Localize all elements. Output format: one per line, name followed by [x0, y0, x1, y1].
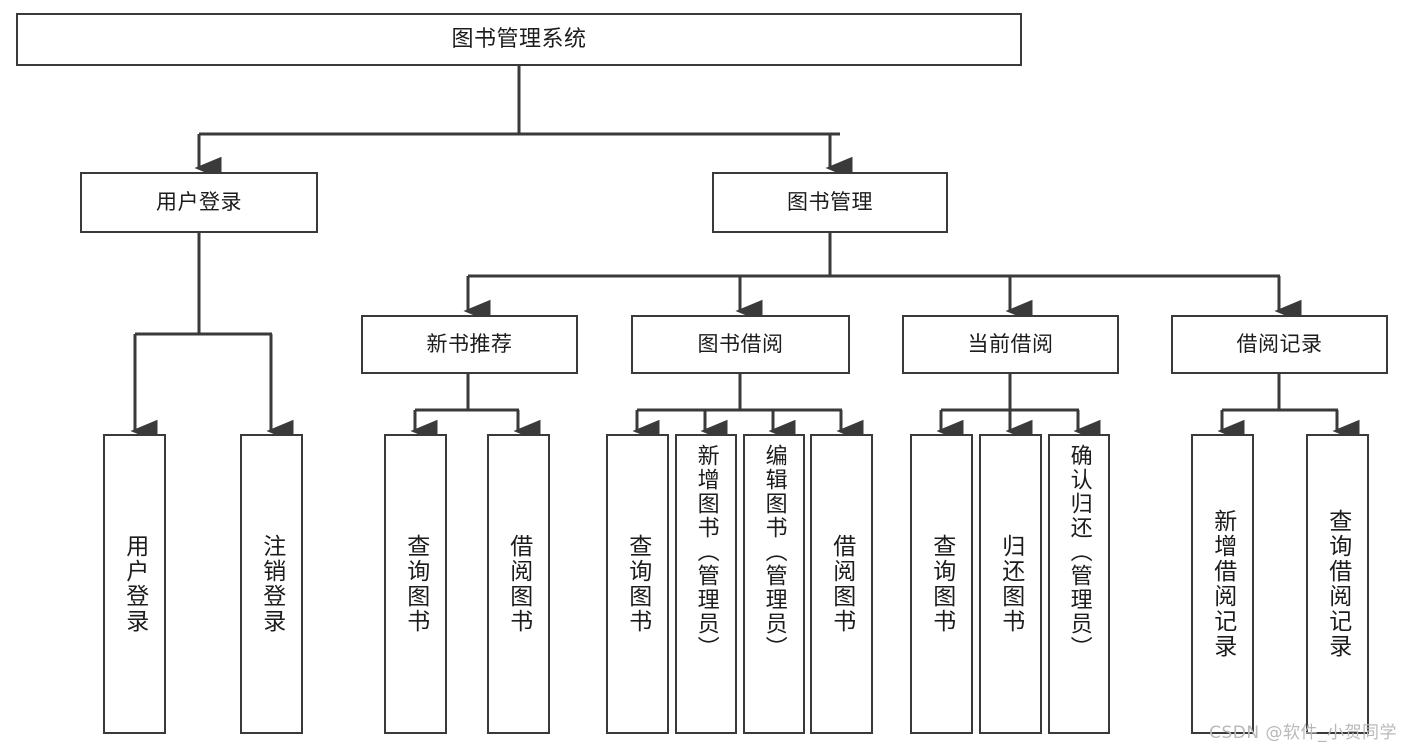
node-label: 查询图书 [624, 534, 651, 634]
node-book-borrow[interactable]: 图书借阅 [631, 315, 850, 374]
node-label: 借阅图书 [828, 534, 855, 634]
csdn-watermark: CSDN @软件_小贺同学 [1209, 723, 1397, 743]
leaf-return-book[interactable]: 归还图书 [979, 434, 1042, 734]
node-label: 图书借阅 [697, 332, 784, 357]
node-label: 借阅图书 [505, 534, 532, 634]
node-label: 新书推荐 [426, 332, 513, 357]
node-root-system[interactable]: 图书管理系统 [16, 13, 1022, 66]
node-label: 查询图书 [928, 534, 955, 634]
node-label: 借阅记录 [1236, 332, 1323, 357]
node-label: 查询图书 [402, 534, 429, 634]
node-label: 当前借阅 [967, 332, 1054, 357]
node-label: 确认归还（管理员） [1066, 444, 1092, 660]
node-label: 查询借阅记录 [1324, 509, 1351, 659]
node-current-borrow[interactable]: 当前借阅 [902, 315, 1119, 374]
leaf-borrow-book-1[interactable]: 借阅图书 [487, 434, 550, 734]
node-book-manage[interactable]: 图书管理 [712, 172, 948, 233]
node-label: 用户登录 [121, 534, 148, 634]
leaf-logout[interactable]: 注销登录 [240, 434, 303, 734]
leaf-query-book-3[interactable]: 查询图书 [910, 434, 973, 734]
node-label: 用户登录 [156, 190, 242, 215]
node-label: 图书管理系统 [451, 26, 587, 52]
node-label: 图书管理 [787, 190, 873, 215]
node-label: 注销登录 [258, 534, 285, 634]
node-label: 编辑图书（管理员） [761, 444, 787, 660]
leaf-query-book-1[interactable]: 查询图书 [384, 434, 447, 734]
leaf-add-book[interactable]: 新增图书（管理员） [675, 434, 737, 734]
node-new-book-recommend[interactable]: 新书推荐 [361, 315, 578, 374]
node-label: 归还图书 [997, 534, 1024, 634]
leaf-query-book-2[interactable]: 查询图书 [606, 434, 669, 734]
leaf-query-record[interactable]: 查询借阅记录 [1306, 434, 1369, 734]
node-label: 新增借阅记录 [1209, 509, 1236, 659]
leaf-add-record[interactable]: 新增借阅记录 [1191, 434, 1254, 734]
leaf-edit-book[interactable]: 编辑图书（管理员） [743, 434, 805, 734]
node-label: 新增图书（管理员） [693, 444, 719, 660]
node-user-login[interactable]: 用户登录 [80, 172, 318, 233]
leaf-borrow-book-2[interactable]: 借阅图书 [810, 434, 873, 734]
leaf-confirm-return[interactable]: 确认归还（管理员） [1048, 434, 1110, 734]
node-borrow-record[interactable]: 借阅记录 [1171, 315, 1388, 374]
leaf-user-login[interactable]: 用户登录 [103, 434, 166, 734]
